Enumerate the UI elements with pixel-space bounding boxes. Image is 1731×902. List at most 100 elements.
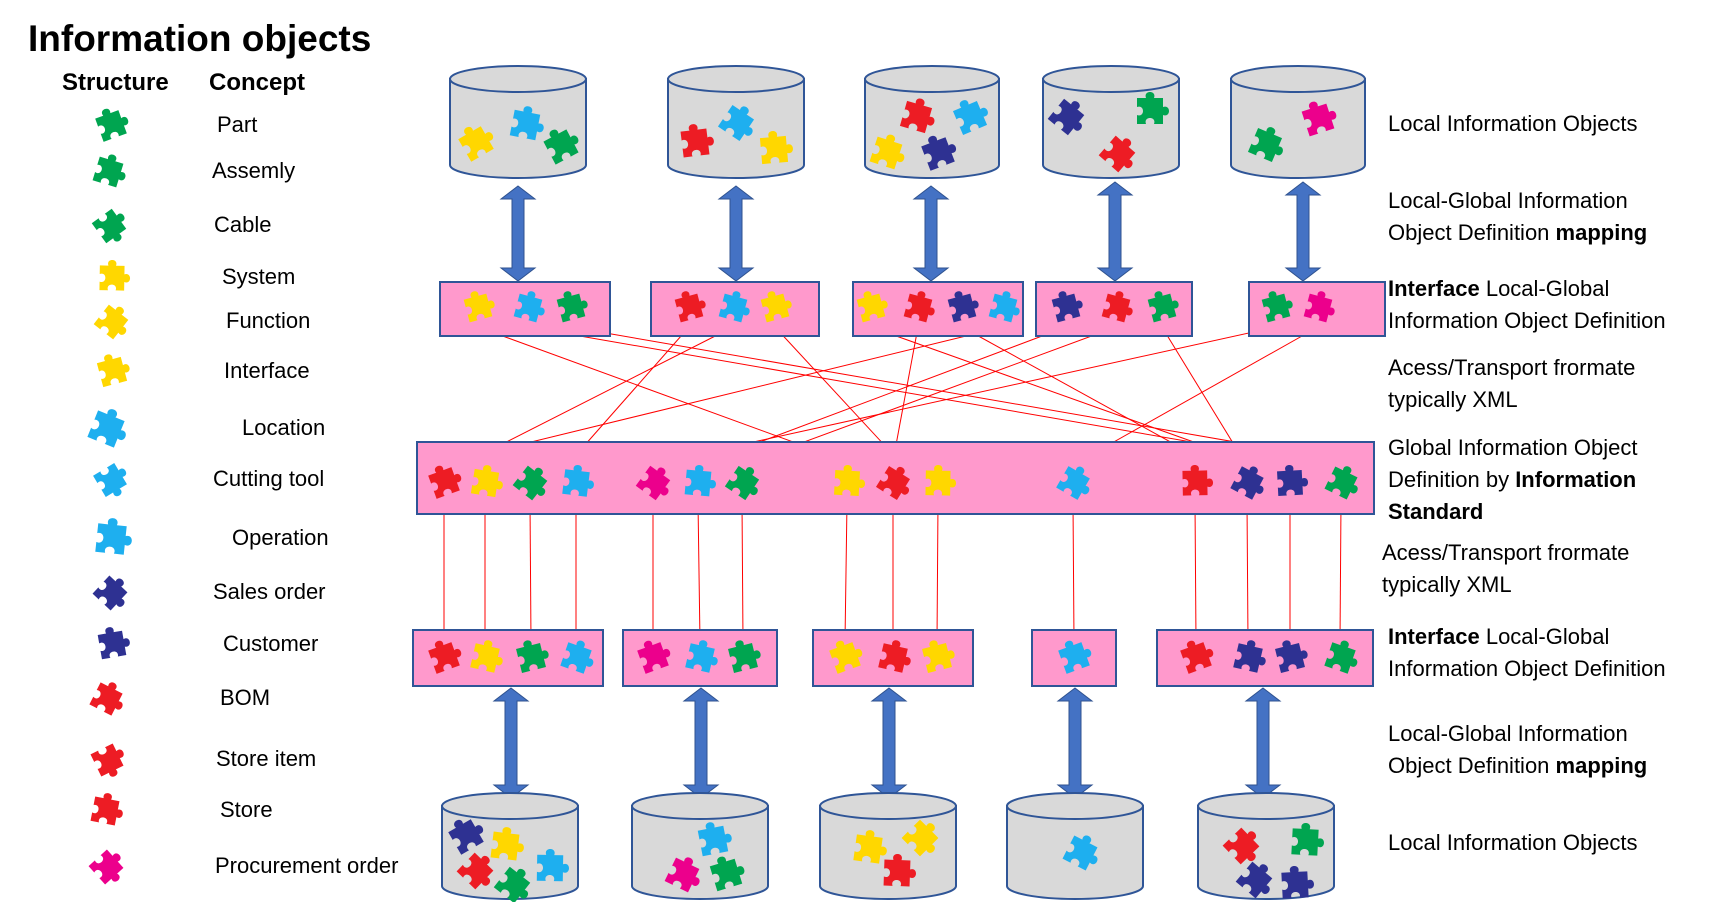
label-interface-bottom: Interface Local-Global Information Objec…: [1388, 621, 1666, 685]
top-mapping-link-line: [703, 326, 1067, 464]
bottom-mapping-link-line: [1072, 501, 1075, 643]
mapping-double-arrow-bottom: [492, 687, 530, 799]
label-access-bottom-line2: typically XML: [1382, 572, 1512, 597]
legend-label: Part: [217, 112, 258, 137]
legend-label: Location: [242, 415, 326, 440]
green-puzzle-piece-icon: [93, 102, 133, 142]
top-mapping-link-line: [527, 326, 1302, 462]
cyan-puzzle-piece-icon: [93, 460, 135, 502]
mapping-double-arrow-top: [1096, 181, 1134, 282]
top-mapping-link-line: [448, 326, 1004, 463]
legend-label: Sales order: [213, 579, 326, 604]
legend-label: Customer: [223, 631, 319, 656]
top-mapping-link-line: [961, 326, 1206, 462]
legend-label: System: [222, 264, 296, 289]
mapping-double-arrow-top: [912, 185, 950, 282]
label-mapping-bottom-line2: Object Definition mapping: [1388, 750, 1647, 782]
label-access-bottom-line1: Acess/Transport frormate: [1382, 540, 1630, 565]
legend-label: Store item: [216, 746, 317, 771]
top-mapping-link-line: [568, 326, 690, 464]
label-interface-top-line1: Interface Local-Global: [1388, 273, 1666, 305]
navy-puzzle-piece-icon: [92, 571, 136, 615]
yellow-puzzle-piece-icon: [95, 349, 133, 388]
label-access-top-line1: Acess/Transport frormate: [1388, 355, 1636, 380]
bottom-mapping-link-line: [1194, 501, 1197, 643]
green-puzzle-piece-icon: [91, 205, 135, 248]
legend-label: Operation: [232, 525, 329, 550]
mapping-double-arrow-bottom: [1244, 687, 1282, 799]
legend-label: Store: [220, 797, 273, 822]
top-mapping-link-line: [570, 326, 1346, 462]
local-database-bottom: [631, 792, 769, 900]
label-interface-top-rest: Local-Global: [1479, 276, 1610, 301]
label-interface-bottom-line1: Interface Local-Global: [1388, 621, 1666, 653]
label-interface-bottom-rest: Local-Global: [1479, 624, 1610, 649]
label-access-top: Acess/Transport frormate typically XML: [1388, 352, 1635, 416]
label-global-bold-2: Standard: [1388, 499, 1484, 524]
legend-label: Procurement order: [215, 853, 399, 878]
cyan-puzzle-piece-icon: [87, 404, 134, 451]
legend-label: Function: [226, 308, 311, 333]
top-mapping-link-line: [746, 326, 1117, 464]
bottom-mapping-link-line: [1246, 501, 1249, 643]
label-mapping-bottom-bold: mapping: [1555, 753, 1648, 778]
local-database-top: [1230, 65, 1366, 179]
legend-label: BOM: [220, 685, 271, 710]
top-mapping-link-line: [466, 326, 734, 463]
top-mapping-link-line: [477, 326, 849, 463]
legend-label: Assemly: [212, 158, 296, 183]
label-global-line2: Definition by Information: [1388, 464, 1637, 496]
red-puzzle-piece-icon: [90, 740, 132, 782]
top-mapping-link-line: [892, 326, 919, 462]
bottom-mapping-link-line: [529, 501, 532, 643]
label-mapping-top-line1: Local-Global Information: [1388, 188, 1628, 213]
label-mapping-bottom-prefix: Object Definition: [1388, 753, 1556, 778]
label-interface-bottom-line2: Information Object Definition: [1388, 656, 1666, 681]
bottom-mapping-link-line: [697, 501, 701, 643]
top-mapping-link-line: [657, 326, 1277, 464]
yellow-puzzle-piece-icon: [99, 259, 131, 291]
label-mapping-top-bold: mapping: [1555, 220, 1648, 245]
local-database-top: [449, 65, 587, 179]
label-local-objects-top: Local Information Objects: [1388, 108, 1637, 140]
page-title: Information objects: [28, 18, 372, 59]
top-mapping-link-line: [1161, 326, 1245, 462]
label-mapping-top-line2: Object Definition mapping: [1388, 217, 1647, 249]
label-mapping-bottom-line1: Local-Global Information: [1388, 721, 1628, 746]
label-local-objects-top-text: Local Information Objects: [1388, 111, 1638, 136]
top-mapping-link-line: [870, 326, 1248, 462]
yellow-puzzle-piece-icon: [93, 300, 137, 343]
red-puzzle-piece-icon: [89, 677, 131, 719]
bottom-mapping-link-line: [844, 501, 848, 643]
bottom-mapping-link-line: [741, 501, 744, 643]
legend-label: Cutting tool: [213, 466, 325, 491]
label-access-top-line2: typically XML: [1388, 387, 1518, 412]
navy-puzzle-piece-icon: [96, 624, 132, 660]
label-mapping-top: Local-Global Information Object Definiti…: [1388, 185, 1647, 249]
mapping-double-arrow-top: [1284, 181, 1322, 282]
mapping-double-arrow-bottom: [1056, 687, 1094, 799]
label-local-objects-bottom-text: Local Information Objects: [1388, 830, 1638, 855]
bottom-mapping-link-line: [936, 501, 939, 643]
label-access-bottom: Acess/Transport frormate typically XML: [1382, 537, 1629, 601]
legend-label: Cable: [214, 212, 272, 237]
label-global-bold: Information: [1515, 467, 1637, 492]
label-global-line3: Standard: [1388, 496, 1637, 528]
green-puzzle-piece-icon: [92, 151, 131, 190]
label-mapping-top-prefix: Object Definition: [1388, 220, 1556, 245]
red-puzzle-piece-icon: [90, 790, 127, 827]
label-interface-bottom-bold: Interface: [1388, 624, 1480, 649]
label-interface-top-bold: Interface: [1388, 276, 1480, 301]
label-global-standard: Global Information Object Definition by …: [1388, 432, 1637, 528]
label-interface-top-line2: Information Object Definition: [1388, 308, 1666, 333]
magenta-puzzle-piece-icon: [88, 845, 132, 889]
label-local-objects-bottom: Local Information Objects: [1388, 827, 1637, 859]
cyan-puzzle-piece-icon: [95, 516, 134, 556]
structure-header: Structure: [62, 69, 169, 96]
top-mapping-link-line: [1079, 326, 1319, 462]
mapping-double-arrow-top: [499, 185, 537, 282]
mapping-double-arrow-bottom: [682, 687, 720, 799]
concept-header: Concept: [209, 69, 305, 96]
top-mapping-link-line: [774, 326, 901, 463]
